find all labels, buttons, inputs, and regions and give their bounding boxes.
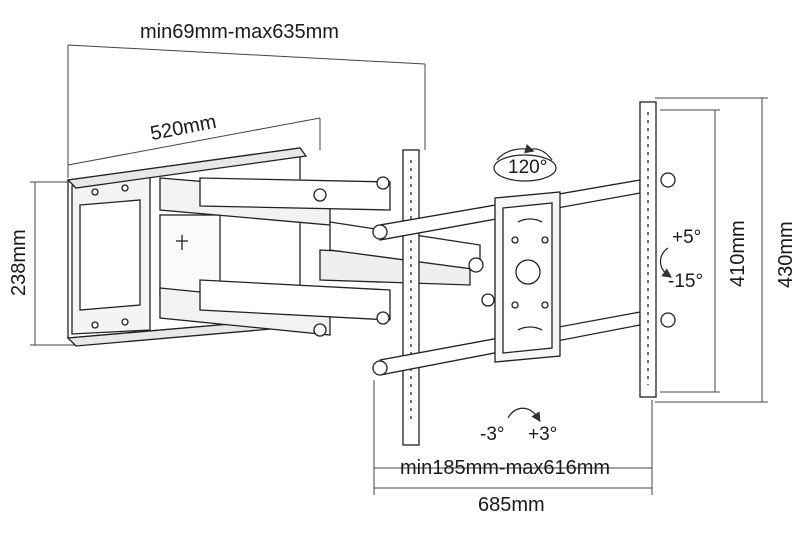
right-vertical-rail [639,101,657,398]
angle-level-plus: +3° [528,424,558,445]
angle-tilt-up: +5° [672,227,702,248]
swivel-badge-frame [493,154,557,182]
dim-vesa-range: min185mm-max616mm [400,457,611,479]
angle-tilt-down: -15° [668,271,704,292]
rotation-arrows [496,144,672,423]
dim-arm-range: min69mm-max635mm [140,21,339,43]
angle-swivel: 120° [508,157,548,178]
dim-rail-height-inner: 410mm [727,220,749,287]
center-mount-plate [494,191,561,363]
left-vertical-rail [402,149,420,446]
angle-level-minus: -3° [480,424,505,445]
dimension-lines [30,44,768,495]
dim-rail-height-outer: 430mm [775,221,797,288]
dim-total-width: 685mm [478,494,545,516]
dim-wall-plate-height: 238mm [8,229,30,296]
